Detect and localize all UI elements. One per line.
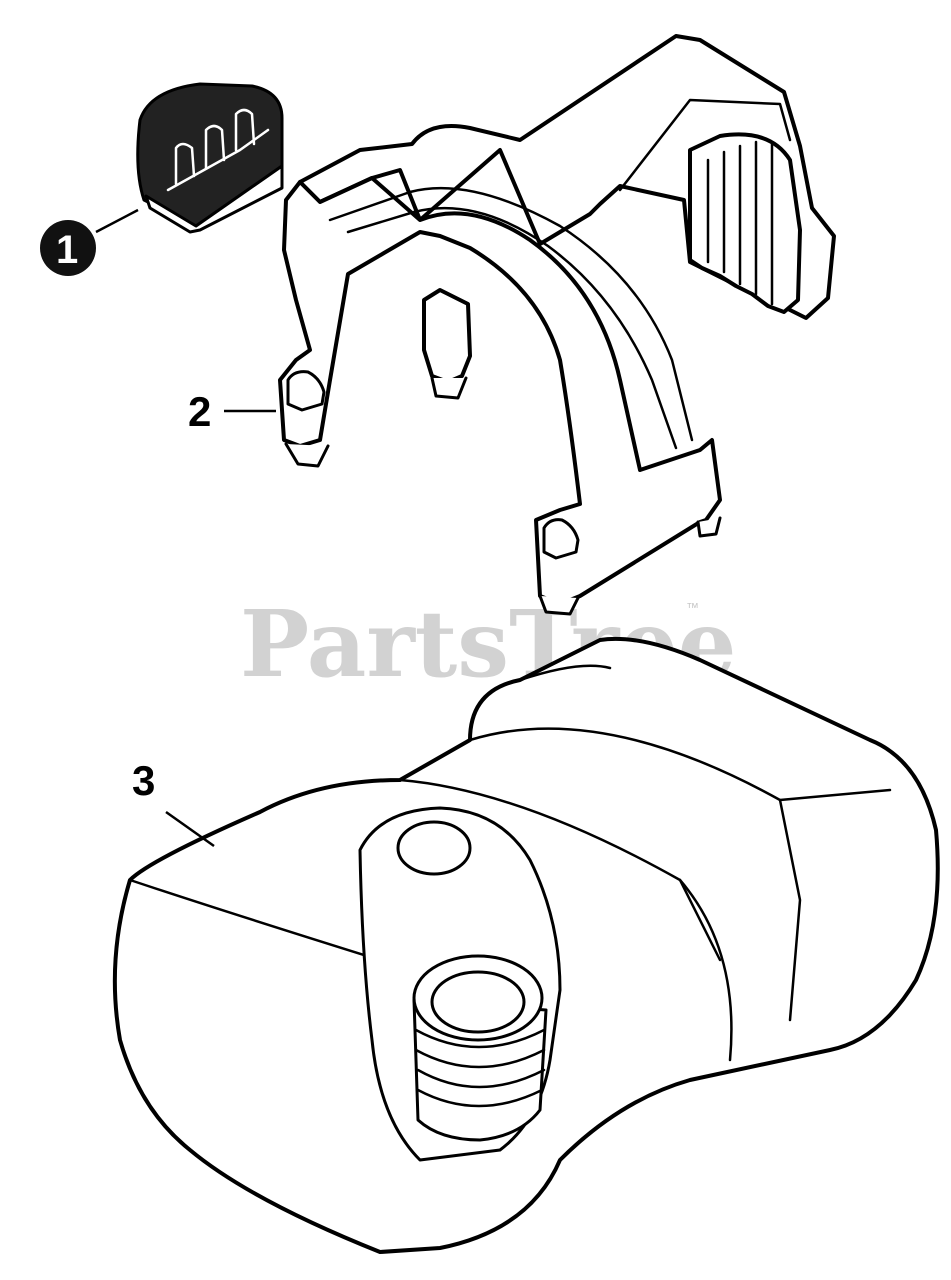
fuel-tank-icon (112, 636, 940, 1254)
callout-1-badge (40, 220, 96, 276)
callout-3-label: 3 (132, 757, 155, 804)
callout-1-leader (95, 208, 139, 234)
callout-2-label: 2 (188, 388, 211, 435)
callout-2: 2 (188, 388, 276, 435)
watermark-trademark: ™ (686, 600, 699, 615)
clip-icon (136, 82, 284, 234)
tank-bracket-icon (278, 34, 836, 616)
callout-1-label: 1 (56, 228, 78, 272)
callout-1: 1 (40, 208, 139, 276)
callout-3-leader (165, 810, 215, 848)
callout-3: 3 (132, 757, 215, 848)
